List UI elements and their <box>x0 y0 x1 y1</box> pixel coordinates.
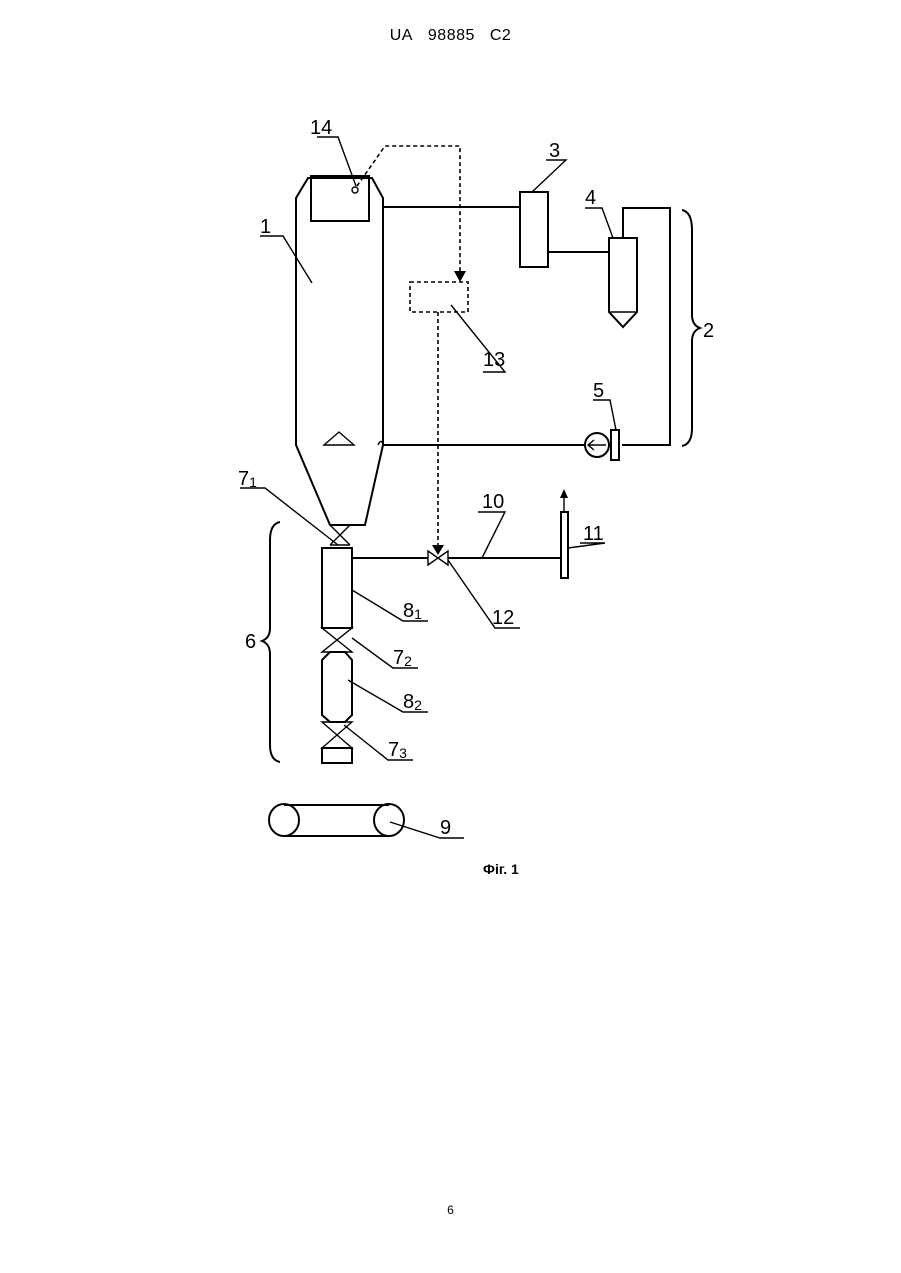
outlet-box <box>322 748 352 763</box>
label-8-2: 82 <box>403 691 422 713</box>
brace-2 <box>682 210 700 446</box>
control-line-14-13 <box>357 146 460 275</box>
label-1: 1 <box>260 216 271 238</box>
page-number: 6 <box>0 1203 901 1217</box>
valve-7-3 <box>322 722 352 748</box>
label-9: 9 <box>440 817 451 839</box>
recirculation-loop <box>622 208 670 445</box>
unit-3 <box>520 192 548 267</box>
chamber-8-2 <box>322 652 352 722</box>
label-6: 6 <box>245 631 256 653</box>
label-7-1: 71 <box>238 468 257 490</box>
label-13: 13 <box>483 349 505 371</box>
vent-arrow-head <box>560 489 568 498</box>
pump-5 <box>585 430 619 460</box>
label-3: 3 <box>549 140 560 162</box>
distributor-triangle <box>324 432 354 445</box>
vessel-1 <box>296 178 383 525</box>
sensor-box-14 <box>311 176 369 221</box>
chamber-8-1 <box>322 548 352 628</box>
valve-7-1 <box>330 525 350 545</box>
controller-13 <box>410 282 468 312</box>
label-11: 11 <box>583 523 604 545</box>
label-14: 14 <box>310 117 332 139</box>
control-arrow-13 <box>454 271 466 282</box>
label-7-3: 73 <box>388 739 407 761</box>
control-arrow-12 <box>432 545 444 555</box>
label-7-2: 72 <box>393 647 412 669</box>
label-8-1: 81 <box>403 600 422 622</box>
valve-7-2 <box>322 628 352 652</box>
label-12: 12 <box>492 607 514 629</box>
line-crossing <box>378 442 384 446</box>
cyclone-4 <box>609 238 637 327</box>
filter-11 <box>561 512 568 578</box>
label-10: 10 <box>482 491 504 513</box>
conveyor-9 <box>269 804 404 836</box>
brace-6 <box>262 522 280 762</box>
label-5: 5 <box>593 380 604 402</box>
label-4: 4 <box>585 187 596 209</box>
figure-caption: Фіг. 1 <box>483 861 519 877</box>
label-2: 2 <box>703 320 714 342</box>
